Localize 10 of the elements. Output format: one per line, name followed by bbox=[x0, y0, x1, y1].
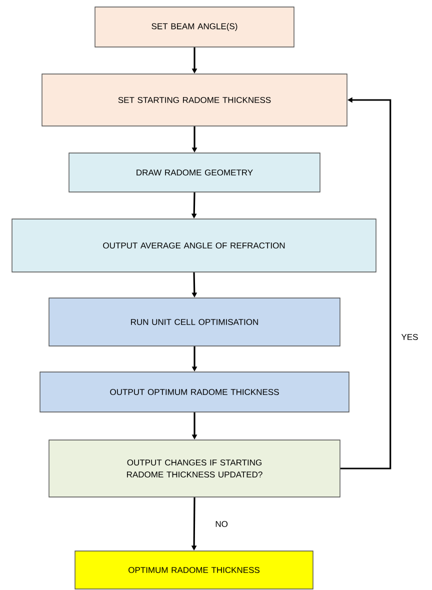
process-box: OUTPUT AVERAGE ANGLE OF REFRACTION bbox=[12, 218, 376, 272]
process-box: SET BEAM ANGLE(S) bbox=[94, 6, 294, 48]
edge-label: NO bbox=[214, 520, 229, 528]
process-box: SET STARTING RADOME THICKNESS bbox=[42, 74, 348, 126]
process-box: RUN UNIT CELL OPTIMISATION bbox=[48, 298, 340, 346]
process-box: OUTPUT OPTIMUM RADOME THICKNESS bbox=[40, 372, 350, 412]
process-box: DRAW RADOME GEOMETRY bbox=[68, 152, 320, 192]
process-box: OUTPUT CHANGES IF STARTING RADOME THICKNESS UPDATED? bbox=[48, 440, 340, 498]
edge-label: YES bbox=[400, 333, 420, 342]
process-box: OPTIMUM RADOME THICKNESS bbox=[74, 550, 314, 590]
